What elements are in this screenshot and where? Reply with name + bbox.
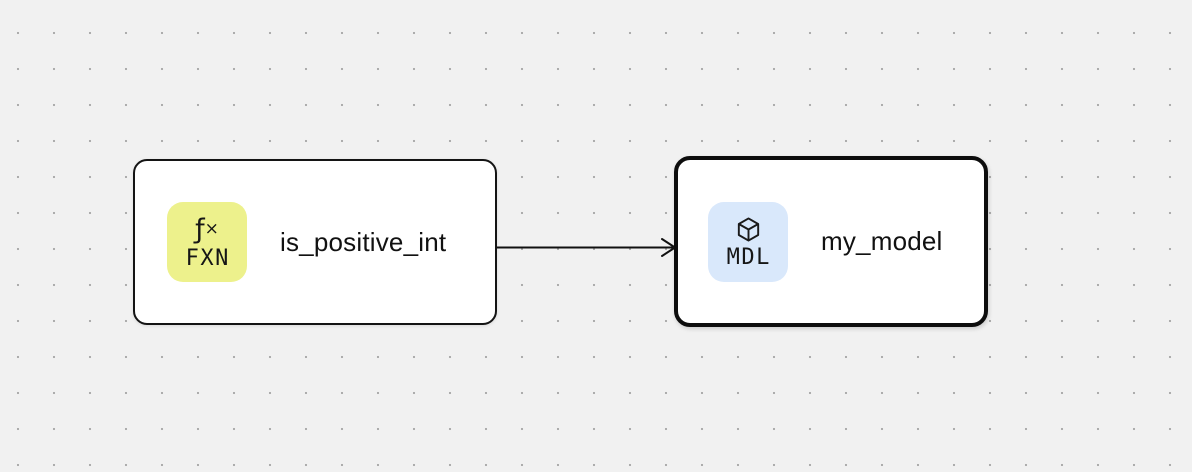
function-icon: ƒ× xyxy=(195,213,219,247)
node-my-model-selected[interactable]: MDL my_model xyxy=(674,156,988,327)
node-label: is_positive_int xyxy=(280,226,447,257)
badge-type-text: MDL xyxy=(726,245,771,271)
badge-type-text: FXN xyxy=(185,245,230,271)
function-type-badge: ƒ× FXN xyxy=(167,202,247,282)
cube-icon xyxy=(735,212,762,246)
function-icon-glyph: ƒ xyxy=(195,214,205,246)
model-type-badge: MDL xyxy=(708,201,788,282)
function-icon-subglyph: × xyxy=(204,219,219,240)
node-is-positive-int[interactable]: ƒ× FXN is_positive_int xyxy=(133,159,497,325)
node-label: my_model xyxy=(821,226,943,256)
edge-is_positive_int-to-my_model[interactable] xyxy=(497,238,676,257)
